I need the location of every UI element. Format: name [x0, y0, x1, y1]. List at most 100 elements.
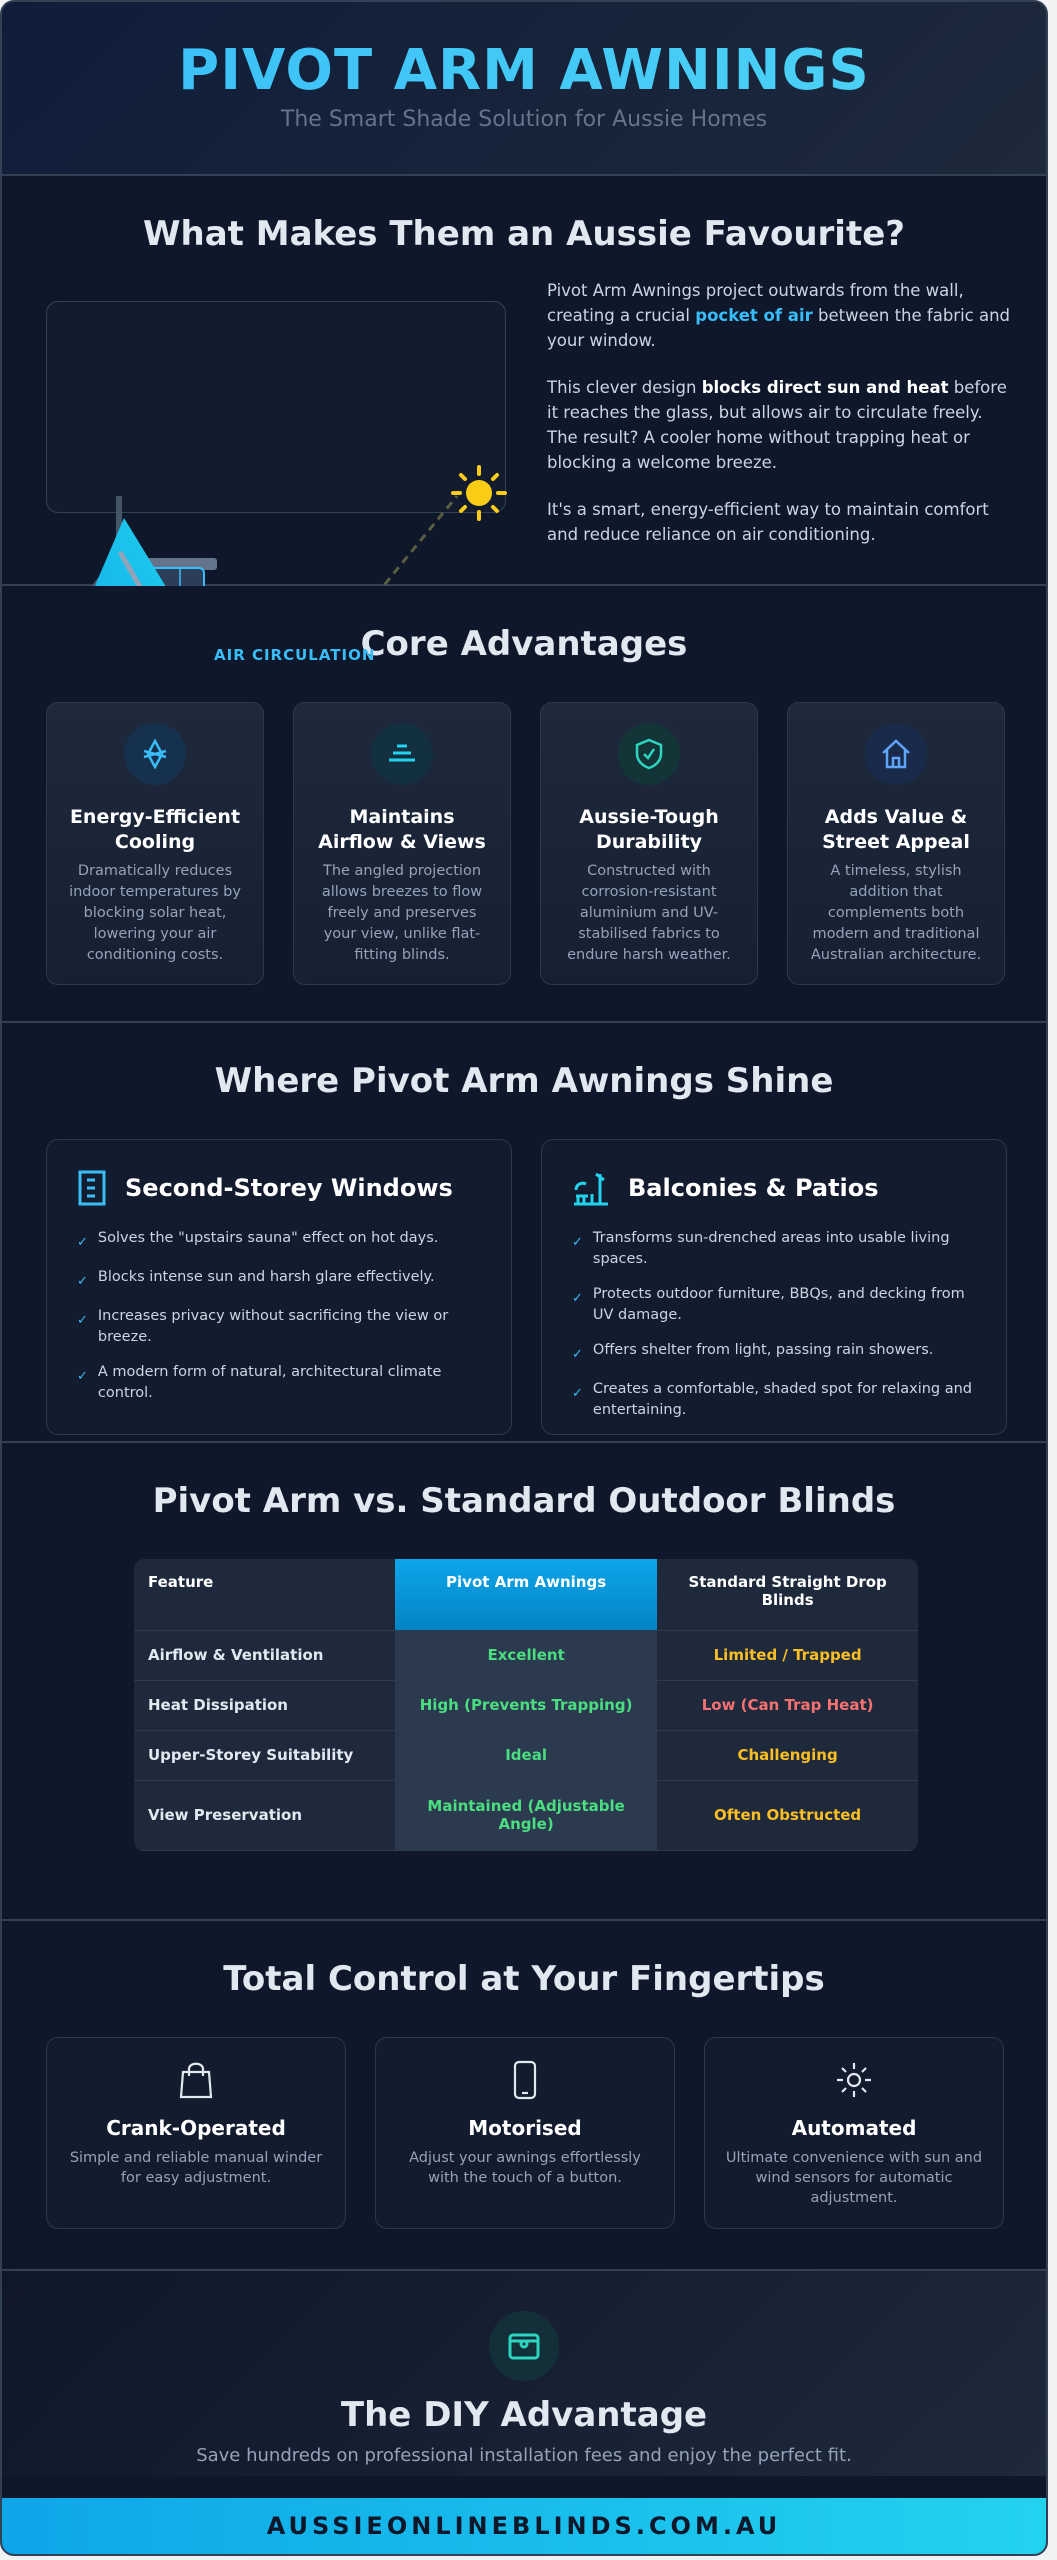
check-icon: ✓	[77, 1274, 88, 1289]
advantage-card: Maintains Airflow & Views The angled pro…	[293, 702, 511, 985]
section-title: Total Control at Your Fingertips	[223, 1959, 825, 1999]
patio-icon	[574, 1172, 608, 1206]
table-cell: Maintained (Adjustable Angle)	[395, 1780, 658, 1851]
card-title: Adds Value & Street Appeal	[822, 806, 970, 853]
section-title: Core Advantages	[360, 624, 688, 664]
list-item: ✓Protects outdoor furniture, BBQs, and d…	[572, 1284, 976, 1326]
card-title: Energy-Efficient Cooling	[69, 806, 241, 853]
list-item-text: Protects outdoor furniture, BBQs, and de…	[592, 1286, 965, 1323]
card-title: Balconies & Patios	[628, 1174, 879, 1202]
footer-site-link[interactable]: AUSSIEONLINEBLINDS.COM.AU	[2, 2498, 1046, 2554]
control-card: Motorised Adjust your awnings effortless…	[375, 2037, 675, 2229]
card-text: Constructed with corrosion-resistant alu…	[567, 863, 731, 963]
section-title: The DIY Advantage	[340, 2395, 708, 2435]
shield-check-icon	[618, 723, 680, 785]
text: between the fabric and your window.	[547, 306, 1011, 350]
table-cell: Airflow & Ventilation	[134, 1630, 395, 1681]
toolbox-icon	[489, 2311, 559, 2381]
benefit-list: ✓ Solves the "upstairs sauna" effect on h…	[77, 1228, 481, 1404]
highlight: pocket of air	[695, 306, 813, 325]
comparison-section: Pivot Arm vs. Standard Outdoor Blinds Fe…	[2, 1443, 1046, 1921]
section-title: Where Pivot Arm Awnings Shine	[214, 1061, 834, 1101]
awning-illustration	[46, 301, 506, 513]
list-item: ✓ Solves the "upstairs sauna" effect on h…	[77, 1228, 481, 1253]
card-title: Second-Storey Windows	[125, 1174, 453, 1202]
subtitle: The Smart Shade Solution for Aussie Home…	[280, 107, 768, 132]
check-icon: ✓	[77, 1235, 88, 1250]
bag-icon	[179, 2062, 213, 2099]
card-text: Adjust your awnings effortlessly with th…	[409, 2150, 641, 2186]
sun-icon	[837, 2063, 871, 2097]
list-item-text: Creates a comfortable, shaded spot for r…	[592, 1381, 973, 1418]
card-title: Maintains Airflow & Views	[318, 806, 486, 853]
table-cell: Heat Dissipation	[134, 1680, 395, 1731]
air-circulation-label: AIR CIRCULATION	[214, 646, 376, 664]
wind-icon	[371, 723, 433, 785]
list-item-text: Increases privacy without sacrificing th…	[97, 1308, 449, 1345]
list-item-text: Solves the "upstairs sauna" effect on ho…	[97, 1230, 439, 1246]
list-item: ✓ A modern form of natural, architectural…	[77, 1362, 481, 1404]
table-cell: Challenging	[657, 1730, 918, 1781]
column-header: Standard Straight Drop Blinds	[657, 1559, 918, 1631]
card-title: Crank-Operated	[106, 2116, 286, 2140]
table-cell: Ideal	[395, 1730, 658, 1781]
list-item-text: A modern form of natural, architectural …	[97, 1364, 442, 1401]
column-header: Feature	[134, 1559, 395, 1631]
table-cell: High (Prevents Trapping)	[395, 1680, 658, 1731]
text: It's a smart, energy-efficient way to ma…	[547, 500, 989, 544]
table-cell: Excellent	[395, 1630, 658, 1681]
page-title: PIVOT ARM AWNINGS	[2, 38, 1046, 103]
list-item-text: Transforms sun-drenched areas into usabl…	[592, 1230, 950, 1267]
check-icon: ✓	[572, 1235, 583, 1250]
list-item: ✓ Transforms sun-drenched areas into usab…	[572, 1228, 976, 1270]
check-icon: ✓	[77, 1313, 88, 1328]
card-title: Motorised	[468, 2116, 582, 2140]
text: before it reaches the glass, but allows …	[547, 378, 1007, 472]
table-cell: Often Obstructed	[657, 1780, 918, 1851]
column-header: Pivot Arm Awnings	[395, 1559, 658, 1631]
card-title: Automated	[791, 2116, 917, 2140]
header: PIVOT ARM AWNINGS The Smart Shade Soluti…	[2, 2, 1046, 176]
advantages-section: Core Advantages Energy-Efficient Cooling…	[2, 586, 1046, 1023]
use-case-card: Balconies & Patios ✓ Transforms sun-drenc…	[541, 1139, 1007, 1435]
card-text: Simple and reliable manual winder for ea…	[69, 2150, 323, 2186]
phone-icon	[513, 2060, 537, 2100]
diy-section: The DIY Advantage Save hundreds on profe…	[2, 2271, 1046, 2476]
favourite-section: What Makes Them an Aussie Favourite? AIR…	[2, 176, 1046, 766]
benefit-list: ✓ Transforms sun-drenched areas into usab…	[572, 1228, 976, 1421]
list-item-text: Blocks intense sun and harsh glare effec…	[97, 1269, 435, 1285]
table-cell: Low (Can Trap Heat)	[657, 1680, 918, 1731]
diy-text: Save hundreds on professional installati…	[196, 2445, 852, 2466]
text: This clever design	[547, 378, 702, 397]
use-case-card: Second-Storey Windows ✓ Solves the "upsta…	[46, 1139, 512, 1435]
text: Pivot Arm Awnings project outwards from …	[547, 281, 964, 325]
favourite-text: Pivot Arm Awnings project outwards from …	[547, 278, 1017, 569]
list-item-text: Offers shelter from light, passing rain …	[592, 1342, 934, 1358]
control-card: Crank-Operated Simple and reliable manua…	[46, 2037, 346, 2229]
check-icon: ✓	[572, 1386, 583, 1401]
home-icon	[865, 723, 927, 785]
advantage-card: Energy-Efficient Cooling Dramatically re…	[46, 702, 264, 985]
section-title: Pivot Arm vs. Standard Outdoor Blinds	[152, 1481, 896, 1521]
table-cell: Limited / Trapped	[657, 1630, 918, 1681]
card-text: A timeless, stylish addition that comple…	[810, 863, 982, 963]
check-icon: ✓	[572, 1347, 583, 1362]
advantage-card: Adds Value & Street Appeal A timeless, s…	[787, 702, 1005, 985]
building-icon	[78, 1170, 106, 1206]
control-card: Automated Ultimate convenience with sun …	[704, 2037, 1004, 2229]
card-title: Aussie-Tough Durability	[579, 806, 719, 853]
card-text: Dramatically reduces indoor temperatures…	[69, 863, 241, 963]
check-icon: ✓	[77, 1369, 88, 1384]
list-item: ✓ Creates a comfortable, shaded spot for …	[572, 1379, 976, 1421]
control-section: Total Control at Your Fingertips Crank-O…	[2, 1921, 1046, 2271]
advantage-card: Aussie-Tough Durability Constructed with…	[540, 702, 758, 985]
list-item: ✓ Blocks intense sun and harsh glare effe…	[77, 1267, 481, 1292]
card-text: The angled projection allows breezes to …	[321, 863, 483, 963]
table-cell: View Preservation	[134, 1780, 395, 1851]
